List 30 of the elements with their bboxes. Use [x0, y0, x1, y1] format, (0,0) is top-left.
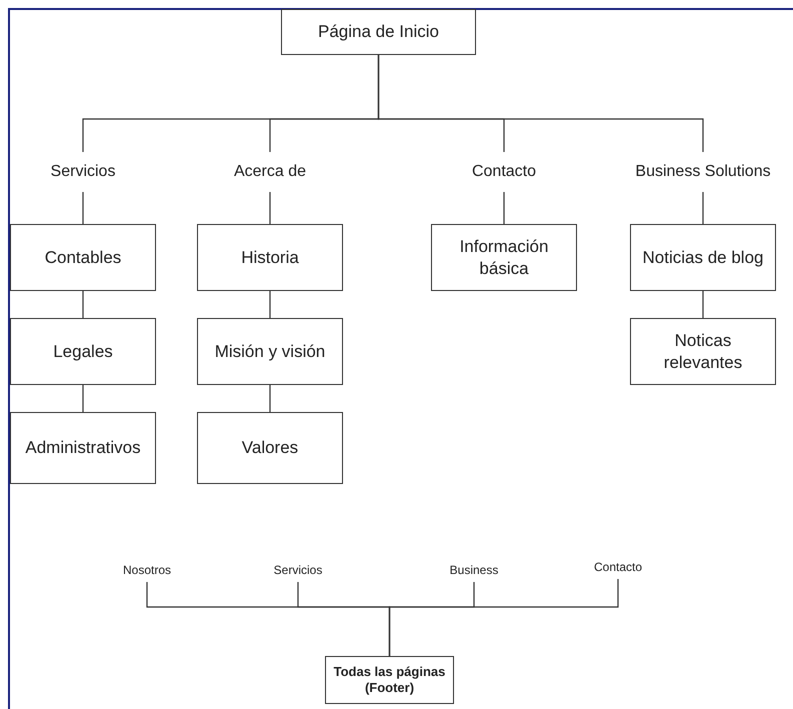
footer-link-label: Servicios — [263, 561, 333, 579]
page-box: Noticas relevantes — [630, 318, 776, 385]
connector-line — [82, 385, 84, 412]
connector-line — [388, 579, 619, 656]
page-box: Historia — [197, 224, 343, 291]
section-label: Business Solutions — [624, 160, 782, 184]
section-label: Contacto — [459, 160, 549, 184]
footer-box: Todas las páginas (Footer) — [325, 656, 454, 704]
connector-line — [82, 291, 84, 318]
footer-link-label: Business — [439, 561, 509, 579]
page-box: Legales — [10, 318, 156, 385]
connector-line — [702, 192, 704, 224]
connector-line — [702, 291, 704, 318]
page-box: Información básica — [431, 224, 577, 291]
connector-line — [269, 192, 271, 224]
page-box: Valores — [197, 412, 343, 484]
page-box: Administrativos — [10, 412, 156, 484]
section-label: Acerca de — [220, 160, 320, 184]
connector-line — [503, 192, 505, 224]
page-box: Contables — [10, 224, 156, 291]
page-box: Página de Inicio — [281, 9, 476, 55]
connector-line — [378, 55, 704, 152]
footer-link-label: Nosotros — [112, 561, 182, 579]
page-box: Noticias de blog — [630, 224, 776, 291]
section-label: Servicios — [38, 160, 128, 184]
connector-line — [269, 385, 271, 412]
connector-line — [269, 291, 271, 318]
connector-line — [82, 192, 84, 224]
page-box: Misión y visión — [197, 318, 343, 385]
footer-link-label: Contacto — [583, 558, 653, 576]
